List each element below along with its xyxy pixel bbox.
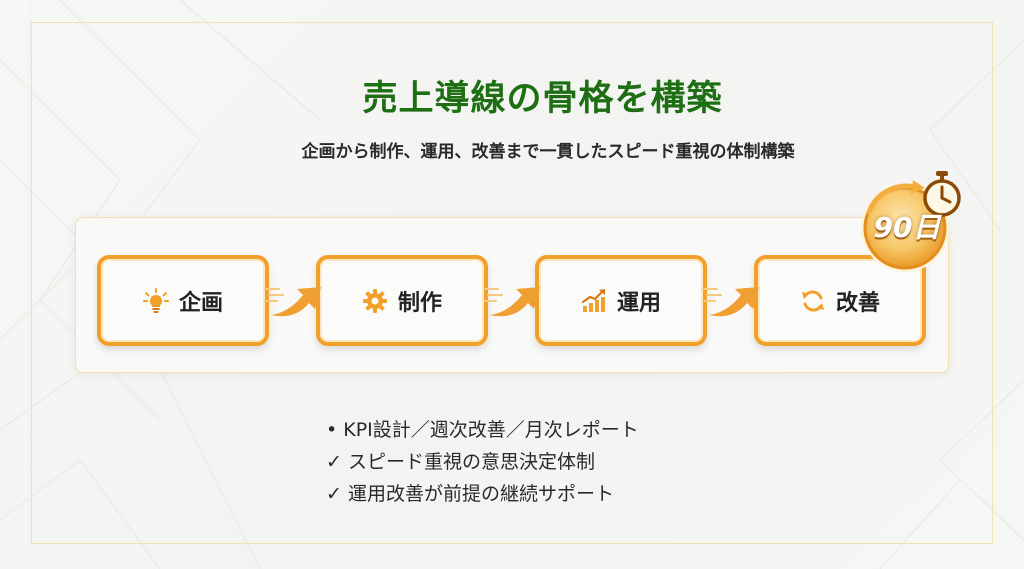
list-item: ✓ スピード重視の意思決定体制 — [326, 451, 595, 473]
slide-title: 売上導線の骨格を構築 — [362, 79, 723, 119]
slide-frame — [31, 22, 993, 544]
growth-chart-icon — [581, 288, 605, 312]
feature-list: • KPI設計／週次改善／月次レポート ✓ スピード重視の意思決定体制 ✓ 運用… — [326, 414, 639, 510]
step-card-planning: 企画 — [97, 255, 269, 346]
refresh-icon — [801, 290, 824, 311]
step-label: 改善 — [835, 290, 880, 316]
step-label: 運用 — [616, 290, 661, 316]
slide-subtitle: 企画から制作、運用、改善まで一貫したスピード重視の体制構築 — [301, 142, 795, 162]
step-label: 企画 — [178, 290, 223, 316]
flow-arrow-icon — [264, 287, 321, 317]
step-card-operation: 運用 — [535, 255, 707, 346]
step-card-production: 制作 — [316, 255, 488, 346]
gear-icon — [362, 288, 387, 313]
flow-arrow-icon — [702, 287, 759, 317]
flow-arrow-icon — [483, 287, 540, 317]
step-label: 制作 — [397, 290, 442, 316]
stopwatch-icon — [923, 171, 961, 217]
badge-text: 90日 — [873, 211, 941, 244]
list-item: ✓ 運用改善が前提の継続サポート — [326, 483, 614, 505]
lightbulb-icon — [142, 287, 169, 313]
list-item: • KPI設計／週次改善／月次レポート — [326, 419, 639, 441]
